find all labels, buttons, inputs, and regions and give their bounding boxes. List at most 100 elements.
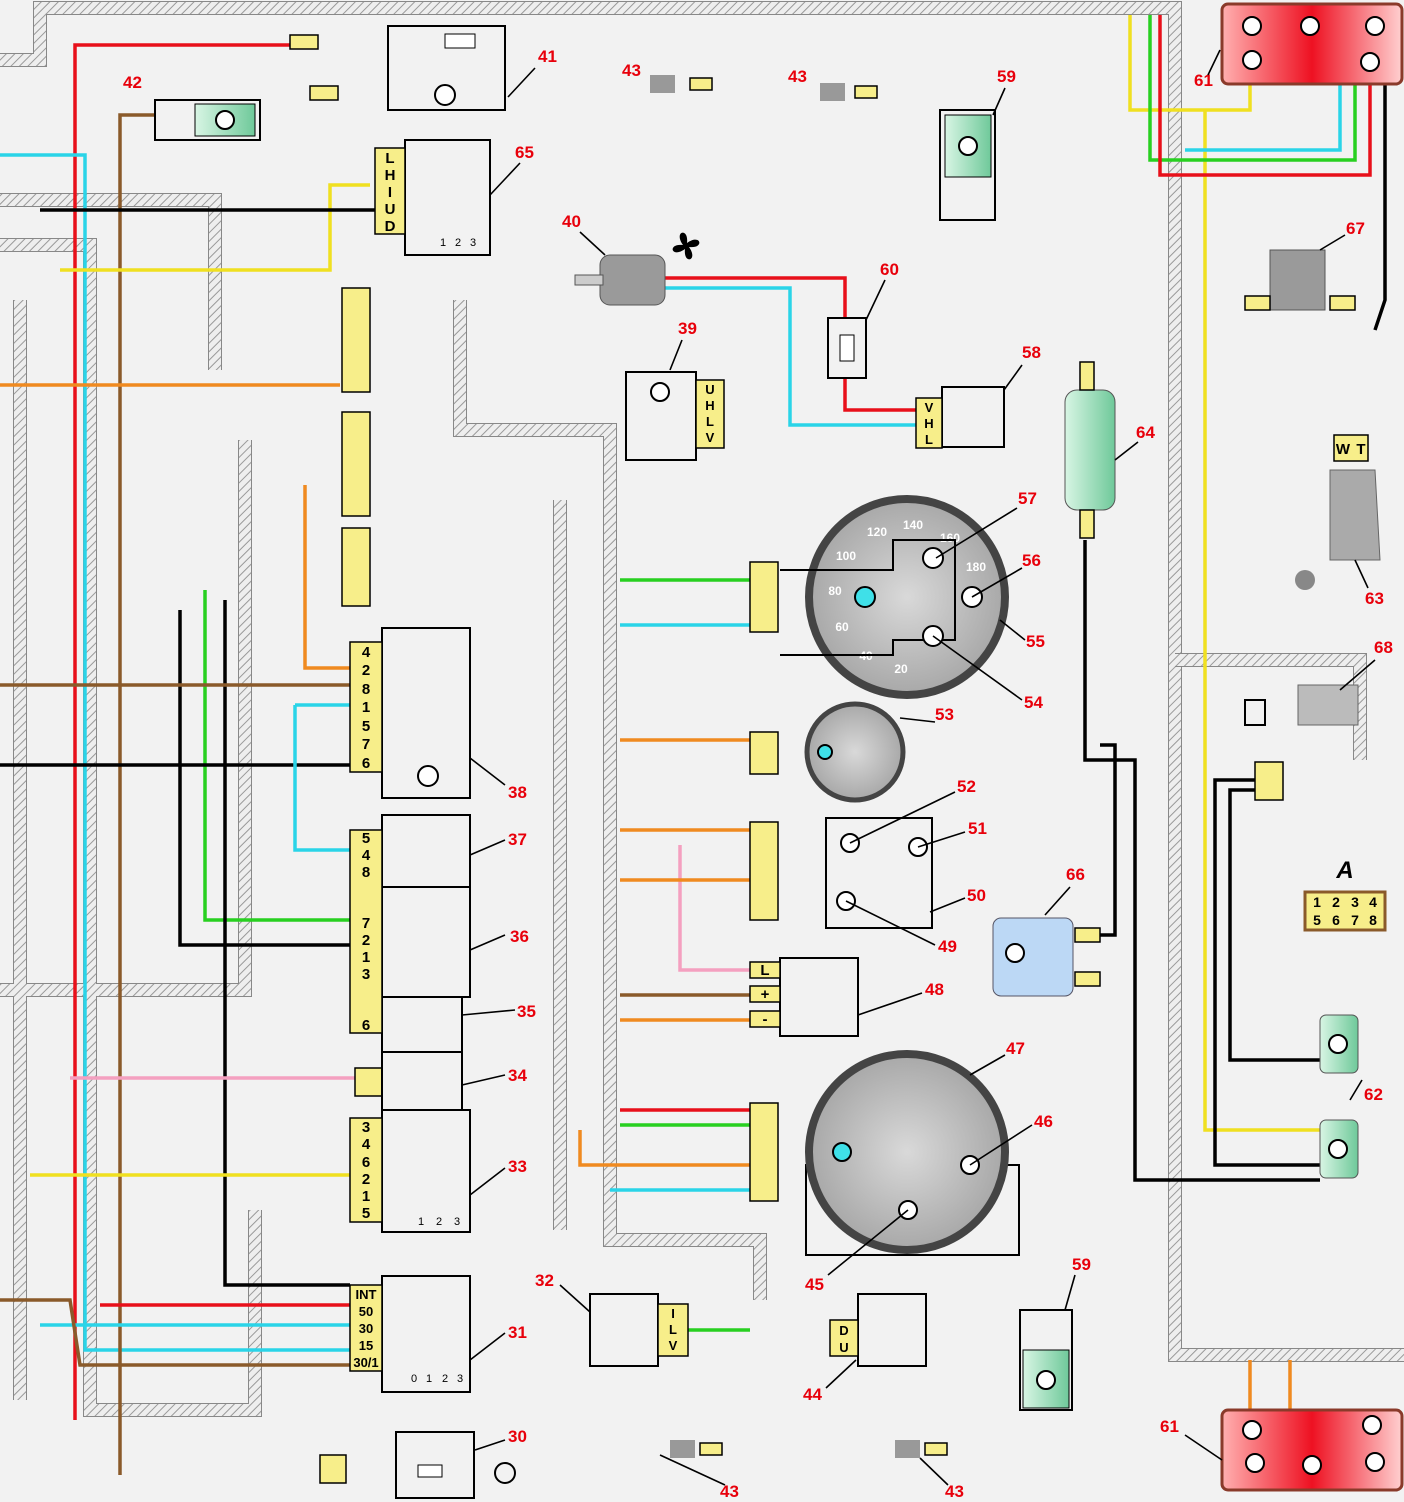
- callout-57: 57: [1018, 489, 1037, 508]
- gauge-45-47: [805, 1050, 1020, 1256]
- callout-43: 43: [945, 1482, 964, 1501]
- pin-label: 1: [362, 1188, 370, 1205]
- pin-label: +: [761, 986, 770, 1003]
- component-44: D U: [829, 1293, 927, 1367]
- pin-label: 5: [1313, 912, 1321, 928]
- component-60-fuse: [827, 317, 867, 379]
- component-41: [289, 25, 506, 111]
- component-38-switch: 4 2 8 1 5 7 6: [349, 627, 471, 799]
- pin-label: 2: [362, 662, 370, 679]
- callout-59: 59: [997, 67, 1016, 86]
- pin-label: U: [839, 1340, 848, 1355]
- pin-label: 3: [362, 1119, 370, 1136]
- callout-30: 30: [508, 1427, 527, 1446]
- component-61-bottom-lamp: [1220, 1408, 1404, 1492]
- pin-label: T: [1356, 441, 1365, 458]
- connector-38-pins: 4 2 8 1 5 7 6: [362, 644, 371, 772]
- callout-32: 32: [535, 1271, 554, 1290]
- callout-40: 40: [562, 212, 581, 231]
- component-42-lamp: [154, 99, 261, 141]
- callout-68: 68: [1374, 638, 1393, 657]
- callout-34: 34: [508, 1066, 527, 1085]
- pin-label: 1: [362, 699, 370, 716]
- scale-label: 80: [828, 584, 842, 598]
- component-48: L + -: [749, 957, 859, 1037]
- scale-label: 20: [894, 662, 908, 676]
- connector-a-title: A: [1335, 857, 1353, 884]
- scale-label: 60: [835, 620, 849, 634]
- callout-59: 59: [1072, 1255, 1091, 1274]
- callout-65: 65: [515, 143, 534, 162]
- callout-60: 60: [880, 260, 899, 279]
- pin-label: 4: [362, 847, 371, 864]
- component-64: [1064, 361, 1116, 539]
- callout-66: 66: [1066, 865, 1085, 884]
- position-label: 2: [442, 1373, 448, 1385]
- pin-label: D: [839, 1323, 848, 1338]
- harness-bundles: [0, 1, 1404, 1417]
- pin-label: 8: [1369, 912, 1377, 928]
- pin-label: 7: [362, 736, 370, 753]
- scale-label: 160: [940, 531, 960, 545]
- pin-label: L: [925, 432, 933, 447]
- component-61-top-lamp: [1220, 2, 1404, 86]
- pin-label: 2: [362, 932, 370, 949]
- pin-label: H: [385, 167, 396, 184]
- position-label: 2: [436, 1216, 442, 1228]
- pin-label: 4: [362, 1136, 371, 1153]
- position-label: 3: [454, 1216, 460, 1228]
- callout-56: 56: [1022, 551, 1041, 570]
- callout-47: 47: [1006, 1039, 1025, 1058]
- pin-label: H: [705, 398, 714, 413]
- pin-label: 7: [1351, 912, 1359, 928]
- pin-label: 6: [362, 755, 370, 772]
- position-label: 0: [411, 1373, 417, 1385]
- pin-label: 8: [362, 681, 370, 698]
- component-68: [1244, 684, 1359, 726]
- block-connectors: [319, 287, 1284, 1484]
- connector-65: L H I U D: [374, 147, 406, 235]
- callout-63: 63: [1365, 589, 1384, 608]
- callout-61: 61: [1160, 1417, 1179, 1436]
- callout-49: 49: [938, 937, 957, 956]
- pin-label: W: [1336, 441, 1351, 458]
- pin-label: 6: [1332, 912, 1340, 928]
- pin-label: 15: [359, 1338, 373, 1353]
- component-34: [381, 1051, 463, 1111]
- pin-label: 3: [1351, 894, 1359, 910]
- callout-37: 37: [508, 830, 527, 849]
- position-label: 1: [418, 1216, 424, 1228]
- callout-43: 43: [622, 61, 641, 80]
- pin-label: 2: [1332, 894, 1340, 910]
- callout-55: 55: [1026, 632, 1045, 651]
- callout-62: 62: [1364, 1085, 1383, 1104]
- scale-label: 180: [966, 560, 986, 574]
- speedometer: 20 40 60 80 100 120 140 160 180: [780, 495, 1009, 699]
- pin-label: 2: [362, 1171, 370, 1188]
- pin-label: V: [669, 1338, 678, 1353]
- pin-label: V: [706, 430, 715, 445]
- component-59-bottom: [1019, 1309, 1073, 1411]
- callout-39: 39: [678, 319, 697, 338]
- pin-label: 4: [362, 644, 371, 661]
- scale-label: 100: [836, 549, 856, 563]
- door-switches-43: [650, 75, 948, 1458]
- position-label: 1: [426, 1373, 432, 1385]
- gauge-53: [804, 701, 906, 803]
- component-65-switch: L H I U D 1 2 3: [374, 139, 491, 256]
- wires: [0, 15, 1387, 1480]
- pin-label: 1: [362, 949, 370, 966]
- scale-label: 140: [903, 518, 923, 532]
- callout-36: 36: [510, 927, 529, 946]
- scale-label: 120: [867, 525, 887, 539]
- component-66: [992, 917, 1101, 997]
- position-label: 1: [440, 237, 446, 249]
- pin-label: L: [669, 1322, 677, 1337]
- callout-67: 67: [1346, 219, 1365, 238]
- component-30-rheostat: [395, 1431, 516, 1499]
- component-39: U H L V: [625, 371, 725, 461]
- callout-35: 35: [517, 1002, 536, 1021]
- pin-label: 4: [1369, 894, 1377, 910]
- callout-46: 46: [1034, 1112, 1053, 1131]
- pin-label: I: [388, 184, 392, 201]
